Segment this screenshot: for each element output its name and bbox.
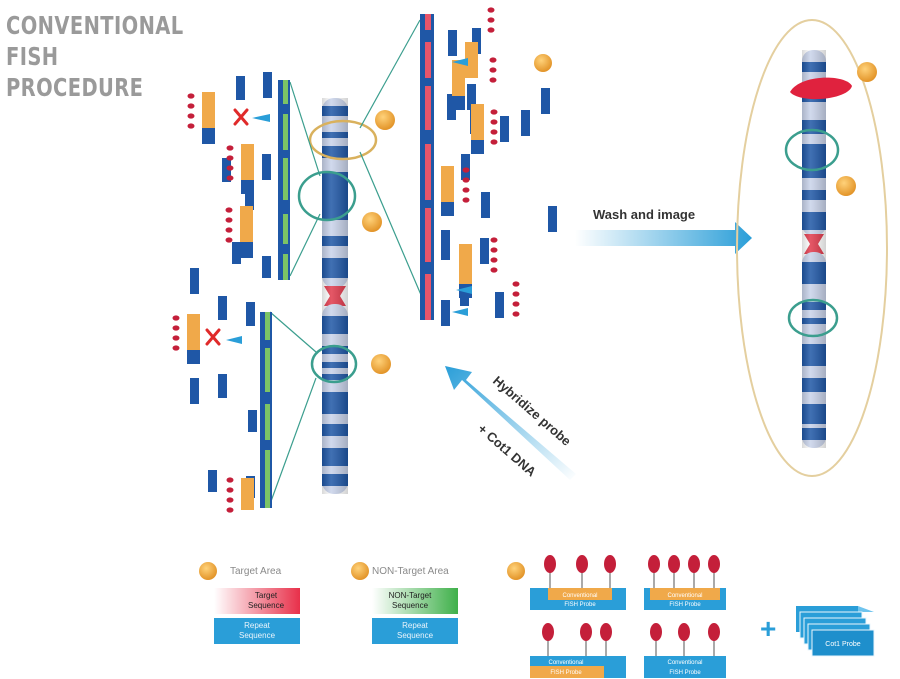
zoom-lines-left — [269, 19, 431, 505]
legend-cot1-stack: Cot1 Probe — [796, 606, 875, 657]
svg-text:Conventional: Conventional — [667, 660, 702, 666]
signal-blob — [790, 77, 852, 100]
dna-strand-left-upper — [278, 80, 290, 280]
wash-arrow — [575, 222, 752, 254]
repeat-fragments — [190, 28, 557, 498]
dna-strand-middle — [420, 14, 434, 320]
badge-2-right — [836, 176, 856, 196]
svg-text:Conventional: Conventional — [548, 660, 583, 666]
blocked-cross-icons — [205, 108, 249, 346]
legend-non-target-top-line2: Sequence — [392, 601, 429, 610]
legend-cot1-label: Cot1 Probe — [825, 641, 861, 648]
legend-target-bottom-line2: Sequence — [239, 631, 276, 640]
left-chromosome — [322, 98, 348, 494]
legend-target-top-line1: Target — [255, 591, 278, 600]
probe-bodies — [187, 42, 484, 510]
svg-text:FISH Probe: FISH Probe — [669, 670, 701, 676]
svg-text:Conventional: Conventional — [562, 593, 597, 599]
legend-probe-1: Conventional FISH Probe — [530, 555, 626, 610]
svg-text:Conventional: Conventional — [667, 593, 702, 599]
dna-strand-left-lower — [260, 312, 272, 508]
legend-non-target-caption: NON-Target Area — [372, 566, 449, 577]
svg-text:FISH Probe: FISH Probe — [669, 602, 701, 608]
legend-target-sequence-box — [214, 588, 300, 614]
hybridize-arrow — [445, 366, 576, 480]
legend-probe-3: Conventional FISH Probe — [530, 623, 626, 678]
wash-label: Wash and image — [593, 207, 695, 222]
non-target-circle-left-lower — [310, 344, 358, 384]
target-circle-left — [308, 119, 378, 161]
badge-2-left-upper — [362, 212, 382, 232]
legend-target-repeat-box — [214, 618, 300, 644]
legend-non-target-sequence-box — [372, 588, 458, 614]
badge-3-middle — [534, 54, 552, 72]
result-oval — [736, 19, 888, 477]
title-line-1: CONVENTIONAL FISH — [6, 11, 184, 71]
cot1-label: + Cot1 DNA — [475, 421, 540, 480]
legend-non-target-bottom-line2: Sequence — [397, 631, 434, 640]
legend-probe-2: Conventional FISH Probe — [644, 555, 726, 610]
legend-badge-target — [199, 562, 217, 580]
legend-non-target-bottom-line1: Repeat — [402, 621, 429, 630]
svg-text:FISH Probe: FISH Probe — [550, 670, 582, 676]
probe-dots — [172, 7, 520, 513]
svg-text:FISH Probe: FISH Probe — [564, 602, 596, 608]
legend-target-bottom-line1: Repeat — [244, 621, 271, 630]
badge-1-right — [857, 62, 877, 82]
non-target-circle-right-lower — [787, 298, 839, 338]
badge-2-left-lower — [371, 354, 391, 374]
legend-plus: + — [760, 613, 776, 644]
page-title: CONVENTIONAL FISH PROCEDURE — [6, 10, 209, 103]
non-target-circle-right-upper — [784, 128, 840, 172]
binding-arrows — [226, 58, 472, 344]
legend-badge-probe — [507, 562, 525, 580]
legend-non-target-repeat-box — [372, 618, 458, 644]
legend-target-caption: Target Area — [230, 566, 282, 577]
legend-non-target-top-line1: NON-Target — [389, 591, 432, 600]
legend-target-top-line2: Sequence — [248, 601, 285, 610]
right-chromosome — [802, 50, 826, 448]
legend-badge-non-target — [351, 562, 369, 580]
title-line-2: PROCEDURE — [6, 73, 144, 102]
badge-1-left — [375, 110, 395, 130]
non-target-circle-left-upper — [297, 170, 357, 222]
legend-probe-4: Conventional FISH Probe — [644, 623, 726, 678]
